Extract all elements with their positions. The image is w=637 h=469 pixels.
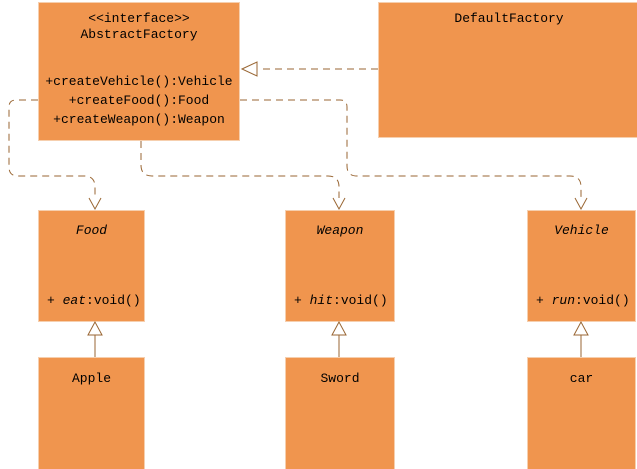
vehicle-method-run: + run:void(): [536, 293, 630, 309]
method-create-weapon: +createWeapon():Weapon: [53, 112, 225, 127]
abstractfactory-name: AbstractFactory: [80, 27, 198, 42]
generalization-arrow-sword-to-weapon[interactable]: [331, 320, 347, 357]
vehicle-method-suffix: :void(): [575, 293, 630, 308]
weapon-name: Weapon: [316, 223, 364, 238]
method-create-food: +createFood():Food: [68, 93, 210, 108]
food-method-prefix: +: [47, 293, 63, 308]
sword-name: Sword: [320, 371, 360, 386]
food-name: Food: [75, 223, 108, 238]
open-arrow-head: [332, 197, 346, 211]
class-box-weapon[interactable]: Weapon + hit:void(): [285, 210, 395, 322]
abstractfactory-title-block: <<interface>> AbstractFactory: [39, 11, 239, 43]
food-method-name: eat: [62, 293, 87, 308]
class-box-food[interactable]: Food + eat:void(): [38, 210, 145, 322]
open-arrow-head: [88, 197, 102, 211]
vehicle-name: Vehicle: [554, 223, 609, 238]
abstractfactory-stereotype: <<interface>>: [88, 11, 190, 26]
open-arrow-head: [574, 197, 588, 211]
generalization-arrow-car-to-vehicle[interactable]: [573, 320, 589, 357]
vehicle-method-prefix: +: [536, 293, 552, 308]
abstractfactory-methods: +createVehicle():Vehicle +createFood():F…: [39, 72, 239, 129]
apple-name: Apple: [71, 371, 111, 386]
weapon-method-suffix: :void(): [333, 293, 388, 308]
hollow-triangle-head: [573, 320, 589, 336]
class-box-car[interactable]: car: [527, 357, 636, 469]
weapon-method-prefix: +: [294, 293, 310, 308]
class-box-vehicle[interactable]: Vehicle + run:void(): [527, 210, 636, 322]
hollow-triangle-head: [87, 320, 103, 336]
vehicle-method-name: run: [551, 293, 576, 308]
hollow-triangle-head: [240, 61, 258, 77]
generalization-arrow-apple-to-food[interactable]: [87, 320, 103, 357]
food-method-suffix: :void(): [86, 293, 141, 308]
weapon-method-hit: + hit:void(): [294, 293, 388, 309]
food-method-eat: + eat:void(): [47, 293, 141, 309]
class-box-defaultfactory[interactable]: DefaultFactory: [378, 2, 637, 138]
car-name: car: [569, 371, 594, 386]
class-box-sword[interactable]: Sword: [285, 357, 395, 469]
defaultfactory-name: DefaultFactory: [454, 11, 564, 26]
class-box-abstractfactory[interactable]: <<interface>> AbstractFactory +createVeh…: [38, 2, 240, 141]
dependency-arrow-abstractfactory-to-weapon[interactable]: [140, 141, 346, 211]
hollow-triangle-head: [331, 320, 347, 336]
defaultfactory-title-block: DefaultFactory: [379, 11, 637, 27]
class-box-apple[interactable]: Apple: [38, 357, 145, 469]
method-create-vehicle: +createVehicle():Vehicle: [45, 74, 233, 89]
realization-arrow-defaultfactory-to-abstractfactory[interactable]: [240, 61, 378, 77]
weapon-method-name: hit: [309, 293, 334, 308]
